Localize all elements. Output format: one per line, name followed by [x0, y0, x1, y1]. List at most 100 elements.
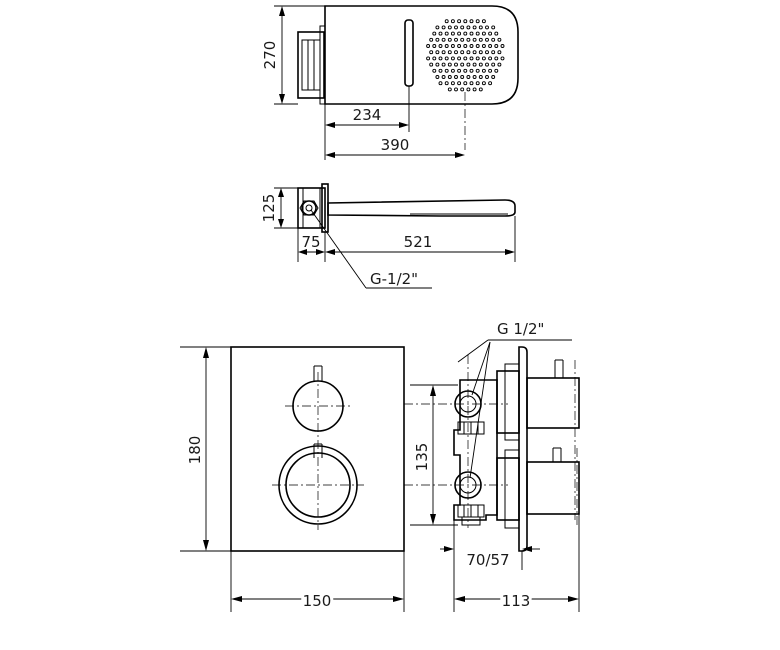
- perforation-hole: [450, 19, 455, 24]
- perforation-hole: [454, 62, 458, 67]
- perforation-hole: [435, 75, 440, 79]
- perforation-hole: [488, 56, 493, 61]
- water-slot: [404, 19, 414, 87]
- perforation-hole: [472, 25, 477, 30]
- side-spout-blade: [327, 199, 516, 217]
- perforation-hole: [432, 68, 437, 73]
- perforation-hole: [475, 31, 480, 36]
- spout-top-view: 270 234 390: [261, 5, 519, 160]
- perforation-hole: [450, 56, 455, 61]
- perforation-hole: [463, 56, 468, 61]
- perforation-hole: [491, 62, 496, 67]
- dim-valve-depth: 70/57: [466, 551, 509, 569]
- perforation-hole: [463, 81, 468, 86]
- perforation-hole: [497, 50, 502, 55]
- perforation-hole: [435, 50, 440, 55]
- perforation-hole: [441, 25, 446, 30]
- perforation-hole: [450, 44, 455, 48]
- spout-side-view: 125 75 521 G-1/2": [260, 183, 516, 289]
- perforation-hole: [447, 25, 452, 30]
- perforation-hole: [469, 68, 474, 73]
- perforation-hole: [481, 44, 486, 48]
- plate-edge: [518, 346, 528, 552]
- perforation-hole: [472, 75, 477, 79]
- perforation-hole: [447, 75, 452, 79]
- perforation-hole: [457, 68, 462, 73]
- perforation-hole: [432, 56, 437, 61]
- perforation-hole: [469, 19, 474, 24]
- perforation-hole: [472, 37, 477, 42]
- perforation-hole: [491, 50, 496, 55]
- cover-plate: [230, 346, 405, 552]
- dim-valve-centers: 135: [413, 443, 431, 472]
- valve-side-view: G 1/2" 135 70/57 113: [404, 320, 580, 613]
- perforation-hole: [488, 81, 493, 86]
- perforation-hole: [466, 62, 471, 67]
- perforation-hole: [454, 25, 458, 30]
- perforation-hole: [454, 50, 458, 55]
- perforation-hole: [460, 62, 465, 67]
- perforation-hole: [457, 44, 462, 48]
- perforation-hole: [450, 81, 455, 86]
- perforation-hole: [475, 81, 480, 86]
- perforation-hole: [488, 31, 493, 36]
- dim-plate-width: 150: [303, 592, 332, 610]
- perforation-hole: [478, 37, 483, 42]
- perforation-hole: [488, 44, 493, 48]
- perforation-hole: [441, 50, 446, 55]
- spout-outline: [324, 5, 519, 105]
- perforation-hole: [500, 44, 505, 48]
- perforation-hole: [475, 68, 480, 73]
- perforation-hole: [444, 31, 449, 36]
- perforation-hole: [469, 81, 474, 86]
- valve-body: [453, 379, 498, 521]
- perforation-hole: [494, 31, 499, 36]
- perforation-hole: [438, 56, 443, 61]
- perforation-hole: [432, 44, 437, 48]
- perforation-hole: [450, 31, 455, 36]
- perforation-hole: [460, 37, 465, 42]
- thread-label-valve: G 1/2": [497, 320, 544, 338]
- perforation-hole: [469, 31, 474, 36]
- perforation-hole: [466, 37, 471, 42]
- perforation-hole: [475, 56, 480, 61]
- perforation-hole: [457, 19, 462, 24]
- perforation-hole: [438, 68, 443, 73]
- perforation-hole: [447, 50, 452, 55]
- perforation-hole: [466, 87, 471, 92]
- perforation-hole: [429, 37, 434, 42]
- rain-perforations: [426, 19, 505, 92]
- lower-cartridge-housing: [496, 457, 520, 521]
- upper-handle: [526, 377, 580, 429]
- perforation-hole: [457, 81, 462, 86]
- perforation-hole: [460, 75, 465, 79]
- perforation-hole: [494, 56, 499, 61]
- dim-top-spout-reach: 234: [353, 106, 382, 124]
- perforation-hole: [497, 62, 502, 67]
- side-wall-box: [297, 187, 326, 229]
- perforation-hole: [441, 75, 446, 79]
- side-inlet-fitting: [301, 200, 317, 216]
- perforation-hole: [444, 56, 449, 61]
- dim-side-body-depth: 75: [301, 233, 320, 251]
- perforation-hole: [500, 56, 505, 61]
- perforation-hole: [435, 25, 440, 30]
- perforation-hole: [485, 25, 489, 30]
- perforation-hole: [469, 56, 474, 61]
- perforation-hole: [485, 62, 489, 67]
- perforation-hole: [472, 62, 477, 67]
- perforation-hole: [460, 87, 465, 92]
- perforation-hole: [426, 44, 431, 48]
- perforation-hole: [441, 62, 446, 67]
- perforation-hole: [463, 19, 468, 24]
- perforation-hole: [460, 25, 465, 30]
- perforation-hole: [444, 44, 449, 48]
- perforation-hole: [478, 50, 483, 55]
- perforation-hole: [466, 75, 471, 79]
- perforation-hole: [463, 68, 468, 73]
- perforation-hole: [497, 37, 502, 42]
- perforation-hole: [429, 50, 434, 55]
- perforation-hole: [472, 87, 477, 92]
- perforation-hole: [454, 87, 458, 92]
